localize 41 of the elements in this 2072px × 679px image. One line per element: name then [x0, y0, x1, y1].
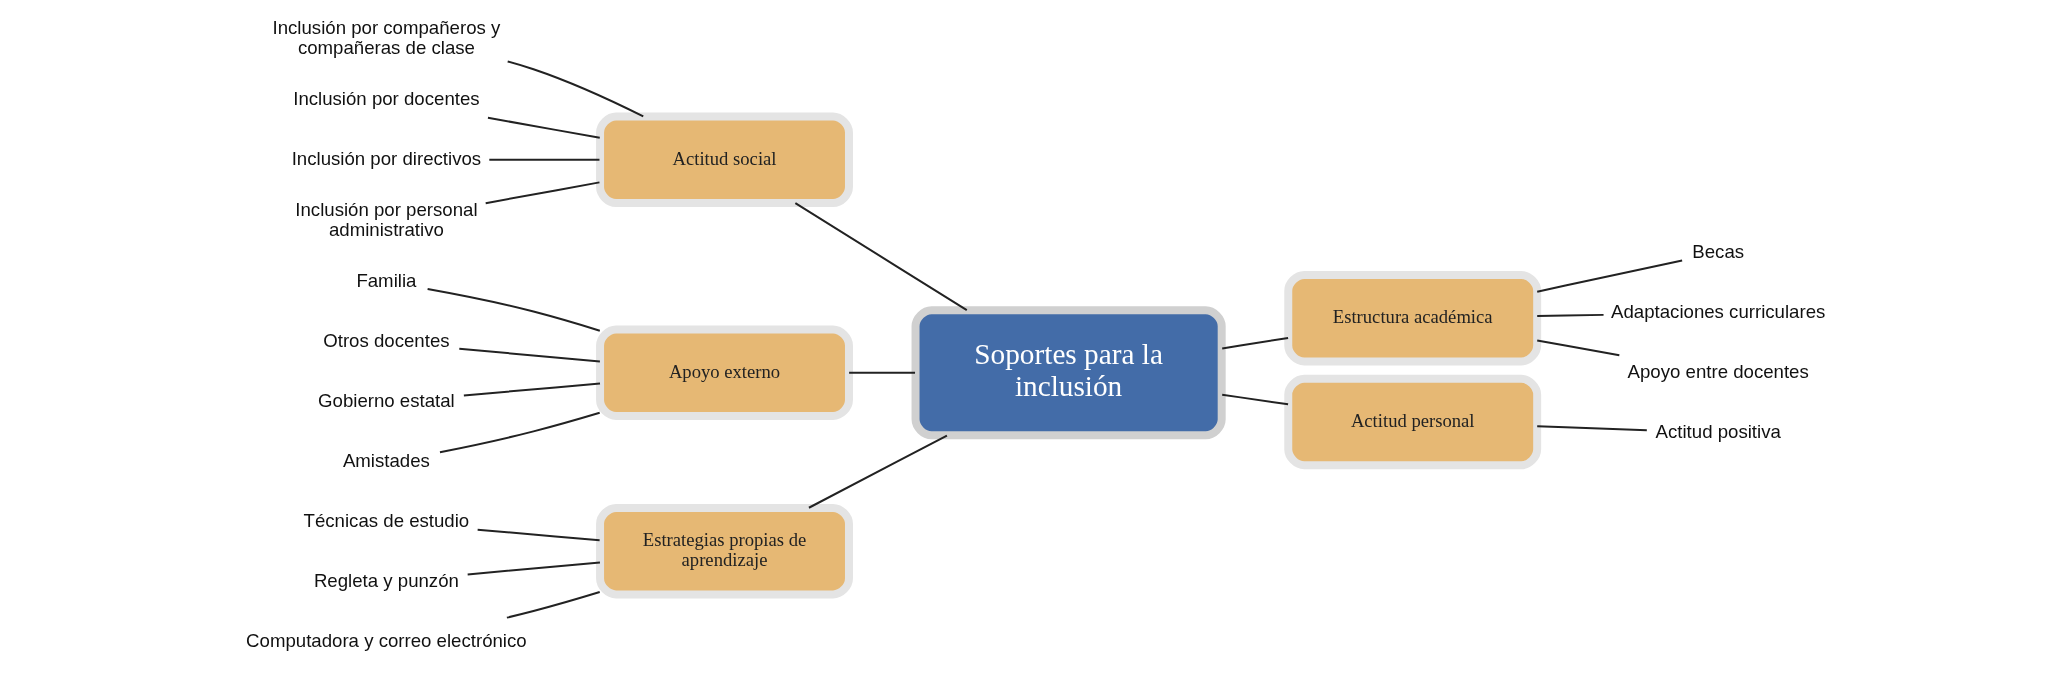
node-text: Becas: [1692, 240, 1745, 262]
connector: [462, 382, 601, 397]
connector: [848, 371, 917, 374]
connector: [486, 116, 601, 139]
node-text: Amistades: [342, 449, 430, 471]
node-box: Estructura académica: [1284, 270, 1542, 366]
connector: [807, 434, 948, 509]
node-text: Inclusión por personal administrativo: [295, 198, 478, 240]
node-text: Inclusión por docentes: [293, 87, 480, 109]
connector: [466, 561, 601, 576]
node-box: Actitud social: [596, 112, 853, 208]
connector: [1536, 313, 1605, 318]
connector: [505, 591, 601, 619]
node-text: Computadora y correo electrónico: [246, 629, 527, 651]
connector: [484, 181, 601, 205]
connector: [488, 158, 601, 161]
node-text: Inclusión por directivos: [291, 147, 482, 169]
connector: [1221, 393, 1290, 406]
node-text: Otros docentes: [323, 330, 450, 352]
node-text: Técnicas de estudio: [303, 509, 470, 531]
node-box: Actitud personal: [1284, 374, 1542, 470]
connector: [1221, 336, 1290, 350]
node-box: Estrategias propias de aprendizaje: [596, 503, 853, 599]
node-text: Inclusión por compañeros y compañeras de clase: [272, 16, 501, 58]
connector: [1536, 259, 1684, 293]
node-text: Adaptaciones curriculares: [1611, 300, 1826, 322]
connector: [458, 347, 601, 363]
connector: [426, 288, 601, 332]
connector: [438, 411, 601, 454]
node-text: Actitud positiva: [1655, 420, 1781, 442]
node-text: Familia: [356, 270, 417, 292]
node-box: Soportes para la inclusión: [911, 306, 1226, 440]
node-text: Apoyo entre docentes: [1627, 360, 1809, 382]
connector: [1536, 425, 1648, 432]
connector: [794, 202, 968, 312]
node-text: Gobierno estatal: [318, 389, 455, 411]
node-box: Apoyo externo: [596, 325, 853, 421]
connector: [506, 60, 645, 118]
connector: [476, 528, 601, 542]
connector: [1536, 339, 1621, 357]
node-text: Regleta y punzón: [313, 569, 459, 591]
